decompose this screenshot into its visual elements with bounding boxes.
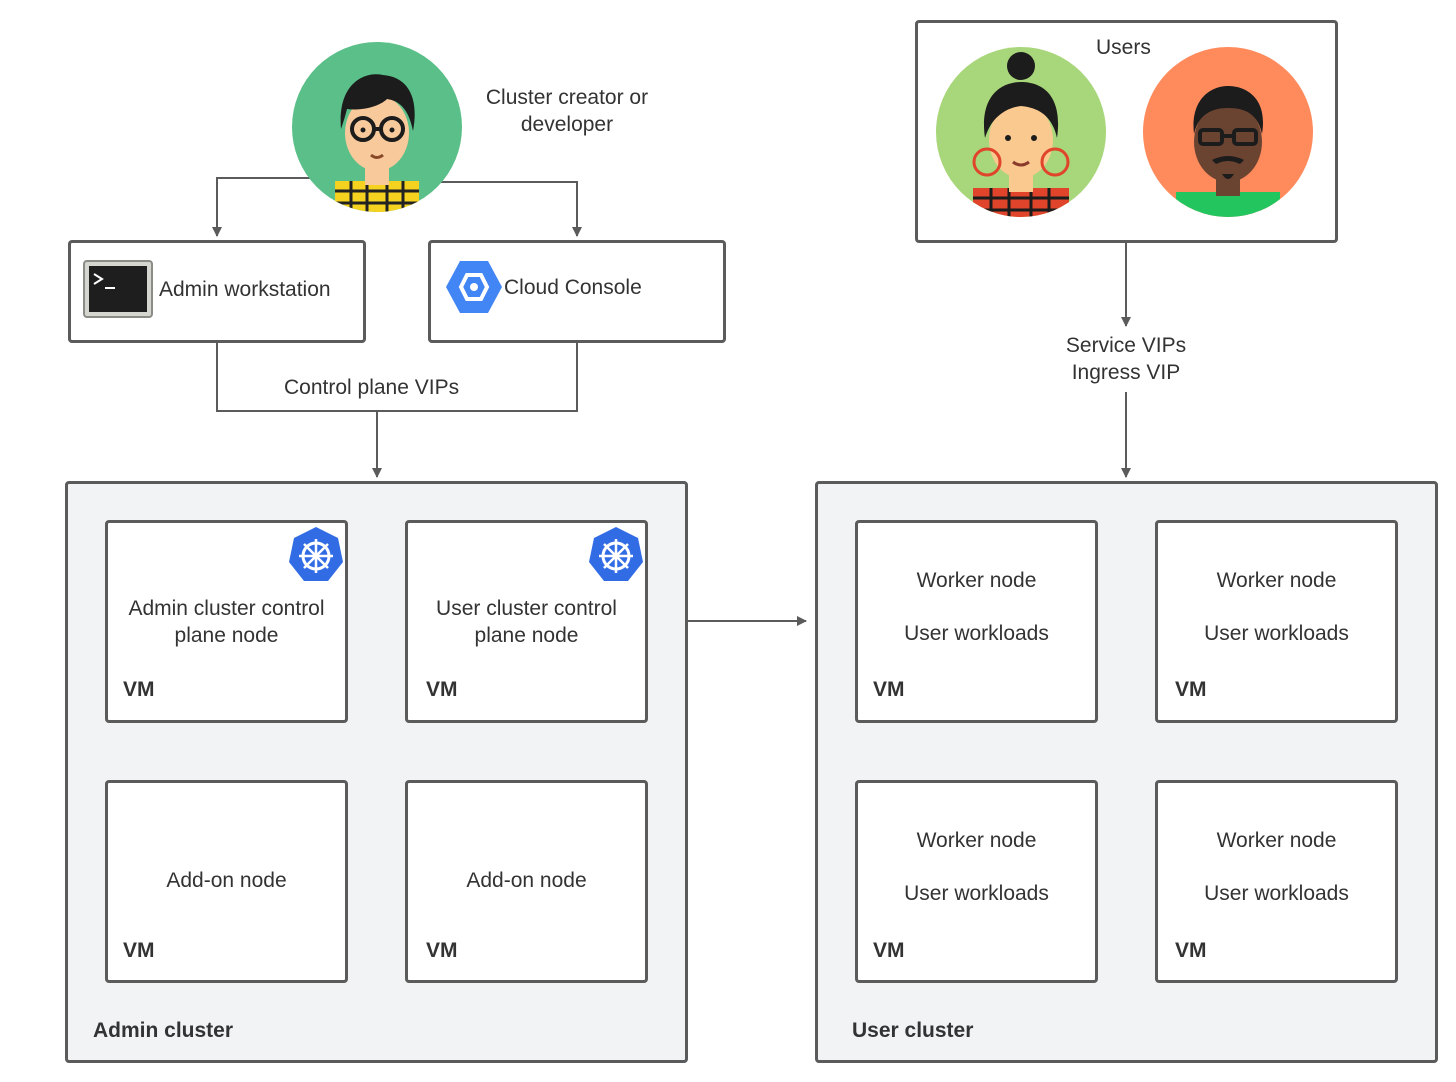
- google-cloud-icon: [446, 261, 502, 313]
- vm-label: VM: [426, 678, 458, 701]
- vm-label: VM: [1175, 678, 1207, 701]
- vm-label: VM: [1175, 939, 1207, 962]
- vm-label: VM: [873, 939, 905, 962]
- users-label: Users: [1096, 36, 1151, 59]
- vm-label: VM: [123, 678, 155, 701]
- user-cluster-label: User cluster: [852, 1019, 974, 1042]
- admin-workstation-label: Admin workstation: [159, 278, 331, 301]
- terminal-icon: [83, 260, 153, 318]
- developer-label: Cluster creator or developer: [485, 86, 649, 136]
- ingress-vip-label: Ingress VIP: [1071, 361, 1181, 384]
- node-title: Worker node: [916, 569, 1037, 592]
- node-title: Worker node: [1216, 829, 1337, 852]
- developer-avatar: [292, 42, 462, 212]
- cloud-console-label: Cloud Console: [504, 276, 642, 299]
- addon-node[interactable]: Add-on node VM: [105, 780, 348, 983]
- service-vips-label: Service VIPs: [1065, 334, 1187, 357]
- node-title: Worker node: [916, 829, 1037, 852]
- vm-label: VM: [426, 939, 458, 962]
- kubernetes-icon: [289, 527, 343, 581]
- admin-workstation-box[interactable]: Admin workstation: [68, 240, 366, 343]
- creator-to-workstation-arrow: [212, 177, 310, 237]
- node-title: Add-on node: [166, 869, 287, 892]
- admin-cluster-label: Admin cluster: [93, 1019, 234, 1042]
- worker-node[interactable]: Worker node User workloads VM: [855, 780, 1098, 983]
- node-title: User cluster control plane node: [436, 597, 617, 647]
- kubernetes-icon: [589, 527, 643, 581]
- node-title: Add-on node: [466, 869, 587, 892]
- control-plane-vips-connector: [216, 343, 578, 412]
- addon-node[interactable]: Add-on node VM: [405, 780, 648, 983]
- cloud-console-box[interactable]: Cloud Console: [428, 240, 726, 343]
- creator-to-console-arrow: [440, 181, 582, 237]
- worker-node[interactable]: Worker node User workloads VM: [855, 520, 1098, 723]
- worker-node[interactable]: Worker node User workloads VM: [1155, 780, 1398, 983]
- node-subtitle: User workloads: [1204, 622, 1349, 645]
- vm-label: VM: [873, 678, 905, 701]
- vm-label: VM: [123, 939, 155, 962]
- node-title: Worker node: [1216, 569, 1337, 592]
- user-avatar-woman: [936, 47, 1106, 217]
- node-title: Admin cluster control plane node: [128, 597, 325, 647]
- worker-node[interactable]: Worker node User workloads VM: [1155, 520, 1398, 723]
- control-plane-vips-label: Control plane VIPs: [281, 376, 463, 400]
- node-subtitle: User workloads: [1204, 882, 1349, 905]
- admin-control-plane-node[interactable]: Admin cluster control plane node VM: [105, 520, 348, 723]
- user-avatar-man: [1143, 47, 1313, 217]
- node-subtitle: User workloads: [904, 622, 1049, 645]
- user-control-plane-node[interactable]: User cluster control plane node VM: [405, 520, 648, 723]
- node-subtitle: User workloads: [904, 882, 1049, 905]
